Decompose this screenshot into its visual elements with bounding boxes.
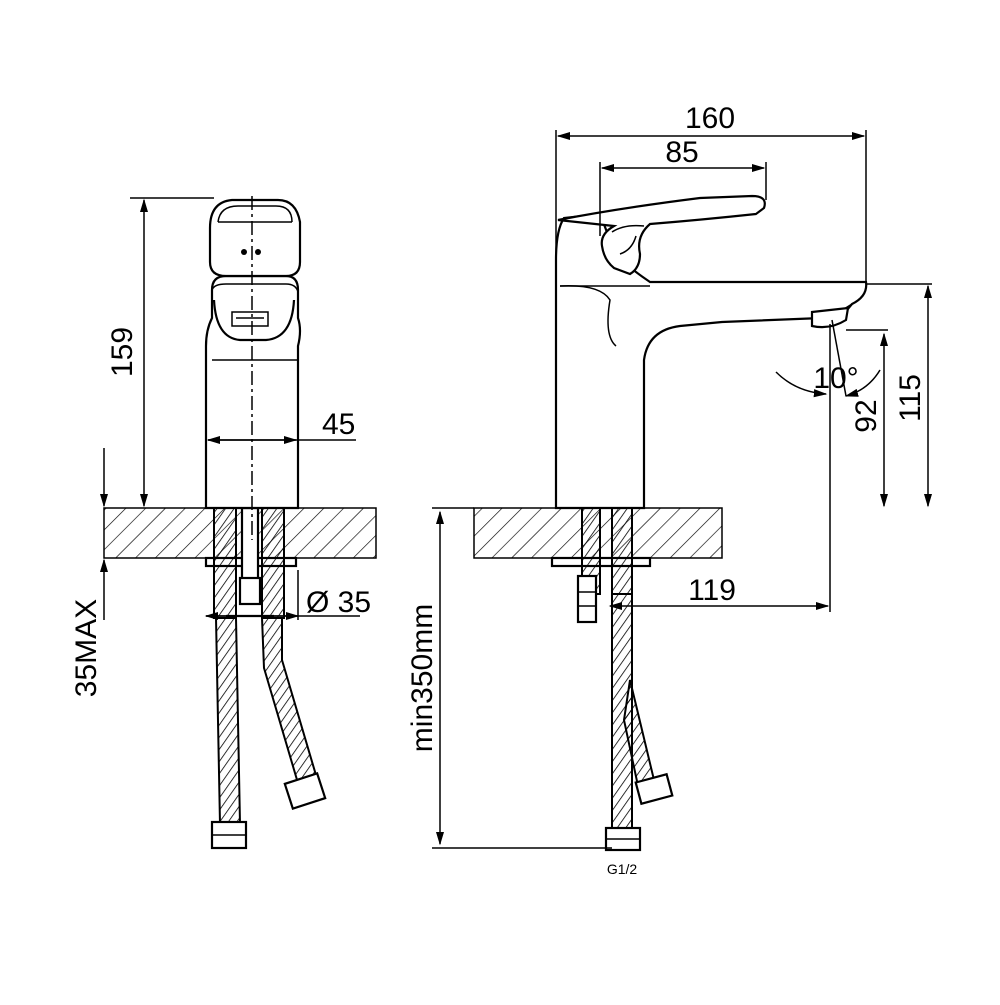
front-faucet-body bbox=[204, 274, 302, 510]
front-hose-right bbox=[260, 617, 320, 792]
front-handle-head bbox=[208, 198, 302, 278]
front-hose-left bbox=[214, 617, 242, 825]
dim-handle-length: 85 bbox=[665, 136, 698, 169]
side-handle-lever bbox=[557, 194, 766, 276]
dim-spout-angle: 10° bbox=[813, 362, 858, 395]
side-threaded-stud-2 bbox=[611, 507, 633, 595]
dim-length-total: 160 bbox=[685, 102, 735, 135]
dim-hole-diameter: Ø 35 bbox=[306, 586, 371, 619]
thread-label: G1/2 bbox=[607, 861, 638, 877]
dim-counter-max: 35MAX bbox=[70, 599, 103, 697]
side-view: 160 85 115 92 10° 119 min350mm G1/2 bbox=[406, 102, 933, 877]
front-hose-fitting-right bbox=[283, 771, 327, 811]
front-center-rod bbox=[240, 506, 260, 582]
dim-spout-height: 92 bbox=[850, 399, 883, 432]
dim-height-total: 159 bbox=[106, 327, 139, 377]
dim-spout-reach: 119 bbox=[688, 574, 736, 607]
front-nut bbox=[238, 576, 262, 606]
dim-hose-min-length: min350mm bbox=[406, 604, 439, 752]
side-hose-fitting-2 bbox=[634, 772, 674, 806]
front-view: 159 45 35MAX Ø 35 bbox=[70, 196, 377, 850]
front-threaded-stud-2 bbox=[261, 507, 285, 619]
front-countertop bbox=[103, 507, 377, 559]
side-nut bbox=[576, 574, 598, 624]
dim-body-height: 115 bbox=[894, 374, 927, 422]
side-faucet-body bbox=[554, 212, 868, 510]
front-threaded-stud bbox=[213, 507, 237, 619]
dim-body-width: 45 bbox=[322, 408, 355, 441]
